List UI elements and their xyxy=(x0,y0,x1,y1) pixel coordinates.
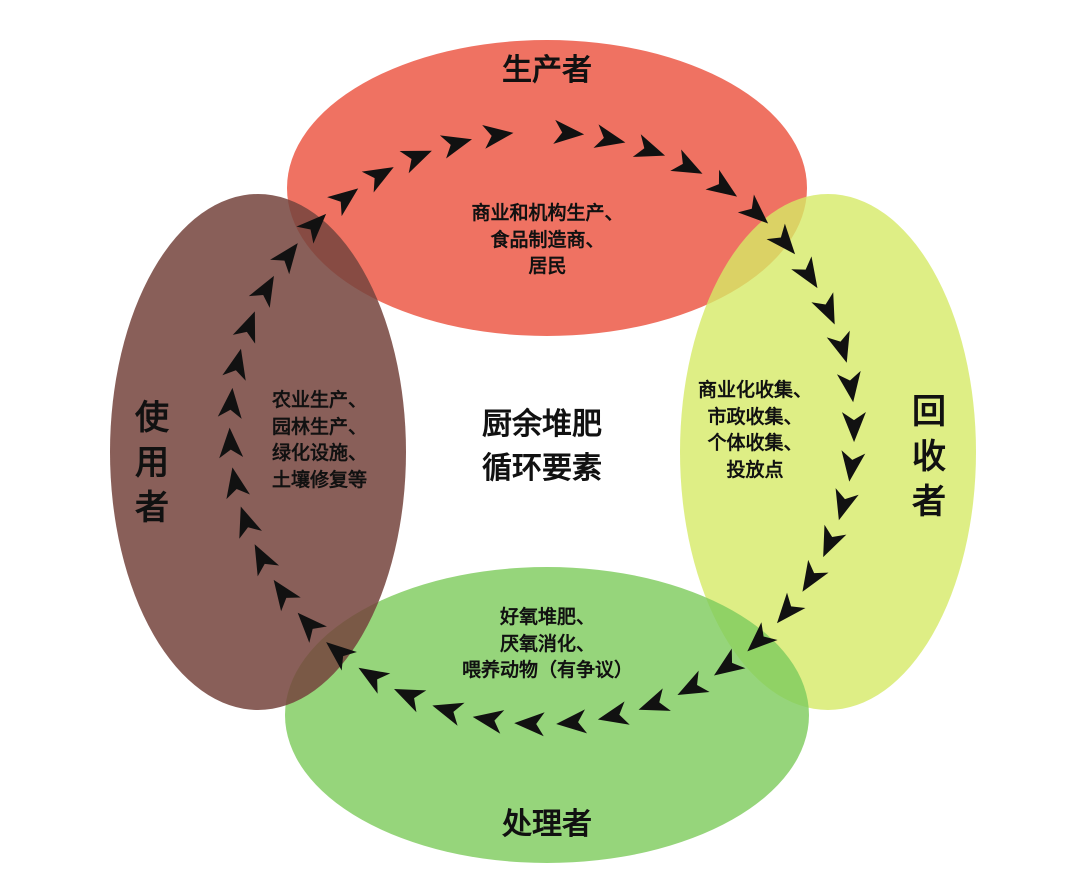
processor-description: 好氧堆肥、 厌氧消化、 喂养动物（有争议） xyxy=(425,604,670,684)
flow-arrow-icon xyxy=(254,544,280,577)
collector-line-1: 商业化收集、 xyxy=(697,379,812,401)
flow-arrow-icon xyxy=(835,488,859,521)
flow-arrow-icon xyxy=(472,710,505,734)
cycle-arrows xyxy=(217,119,866,737)
user-line-4: 土壤修复等 xyxy=(272,468,368,491)
processor-line-1: 好氧堆肥、 xyxy=(499,606,595,628)
flow-arrow-icon xyxy=(836,370,861,403)
user-title-char-2: 用 xyxy=(135,442,169,483)
producer-line-1: 商业和机构生产、 xyxy=(471,202,624,224)
processor-line-3: 喂养动物（有争议） xyxy=(461,659,633,682)
flow-arrow-icon xyxy=(737,194,769,224)
flow-arrow-icon xyxy=(327,188,359,217)
flow-arrow-icon xyxy=(482,124,514,149)
flow-arrow-icon xyxy=(222,348,246,381)
flow-arrow-icon xyxy=(638,688,671,711)
flow-arrow-icon xyxy=(217,387,242,419)
processor-title: 处理者 xyxy=(502,807,592,842)
flow-arrow-icon xyxy=(248,275,274,308)
collector-description: 商业化收集、 市政收集、 个体收集、 投放点 xyxy=(680,377,830,483)
flow-arrow-icon xyxy=(556,709,588,734)
producer-title: 生产者 xyxy=(502,53,592,88)
flow-arrow-icon xyxy=(826,330,850,363)
center-title: 厨余堆肥 循环要素 xyxy=(447,403,637,490)
flow-arrow-icon xyxy=(823,524,847,558)
producer-ellipse xyxy=(287,40,807,336)
flow-arrow-icon xyxy=(713,648,746,676)
flow-arrow-icon xyxy=(439,135,472,159)
flow-arrow-icon xyxy=(766,223,796,255)
user-title-char-3: 者 xyxy=(135,487,169,528)
collector-title-char-2: 收 xyxy=(912,436,946,477)
flow-arrow-icon xyxy=(361,167,394,193)
producer-line-2: 食品制造商、 xyxy=(490,228,605,251)
flow-arrow-icon xyxy=(841,450,866,482)
user-line-2: 园林生产、 xyxy=(272,415,368,438)
producer-line-3: 居民 xyxy=(528,255,567,278)
flow-arrow-icon xyxy=(841,412,866,443)
flow-arrow-icon xyxy=(219,427,244,459)
flow-arrow-icon xyxy=(273,579,301,612)
flow-arrow-icon xyxy=(399,150,432,174)
flow-arrow-icon xyxy=(326,642,357,671)
flow-arrow-icon xyxy=(747,622,778,652)
collector-title: 回 收 者 xyxy=(909,390,949,525)
processor-line-2: 厌氧消化、 xyxy=(499,632,595,655)
flow-arrow-icon xyxy=(705,169,738,197)
flow-arrow-icon xyxy=(232,311,256,344)
collector-title-char-1: 回 xyxy=(912,392,946,432)
collector-line-4: 投放点 xyxy=(726,458,784,481)
user-title: 使 用 者 xyxy=(132,396,172,531)
flow-arrow-icon xyxy=(394,689,427,713)
flow-arrow-icon xyxy=(270,243,298,275)
flow-arrow-icon xyxy=(776,592,806,624)
flow-arrow-icon xyxy=(358,667,391,694)
user-title-char-1: 使 xyxy=(135,398,169,438)
producer-description: 商业和机构生产、 食品制造商、 居民 xyxy=(400,200,695,280)
flow-arrow-icon xyxy=(802,559,829,592)
flow-arrow-icon xyxy=(296,213,327,244)
flow-arrow-icon xyxy=(593,124,626,148)
flow-arrow-icon xyxy=(811,292,835,325)
collector-ellipse xyxy=(680,194,976,710)
flow-arrow-icon xyxy=(632,134,666,157)
flow-arrow-icon xyxy=(670,149,703,174)
flow-arrow-icon xyxy=(553,119,585,144)
user-description: 农业生产、 园林生产、 绿化设施、 土壤修复等 xyxy=(272,387,412,493)
user-ellipse xyxy=(110,194,406,710)
user-line-1: 农业生产、 xyxy=(272,389,368,411)
flow-arrow-icon xyxy=(597,701,630,725)
flow-arrow-icon xyxy=(432,702,465,726)
flow-arrow-icon xyxy=(791,256,818,289)
collector-line-3: 个体收集、 xyxy=(707,432,803,455)
user-line-3: 绿化设施、 xyxy=(272,442,368,465)
collector-title-char-3: 者 xyxy=(912,481,946,522)
flow-arrow-icon xyxy=(226,467,250,500)
center-title-line-2: 循环要素 xyxy=(482,450,602,486)
flow-arrow-icon xyxy=(239,506,262,539)
flow-arrow-icon xyxy=(514,712,545,737)
collector-line-2: 市政收集、 xyxy=(707,405,803,428)
flow-arrow-icon xyxy=(297,612,327,643)
flow-arrow-icon xyxy=(677,670,710,696)
processor-ellipse xyxy=(285,567,809,863)
center-title-line-1: 厨余堆肥 xyxy=(482,407,602,442)
